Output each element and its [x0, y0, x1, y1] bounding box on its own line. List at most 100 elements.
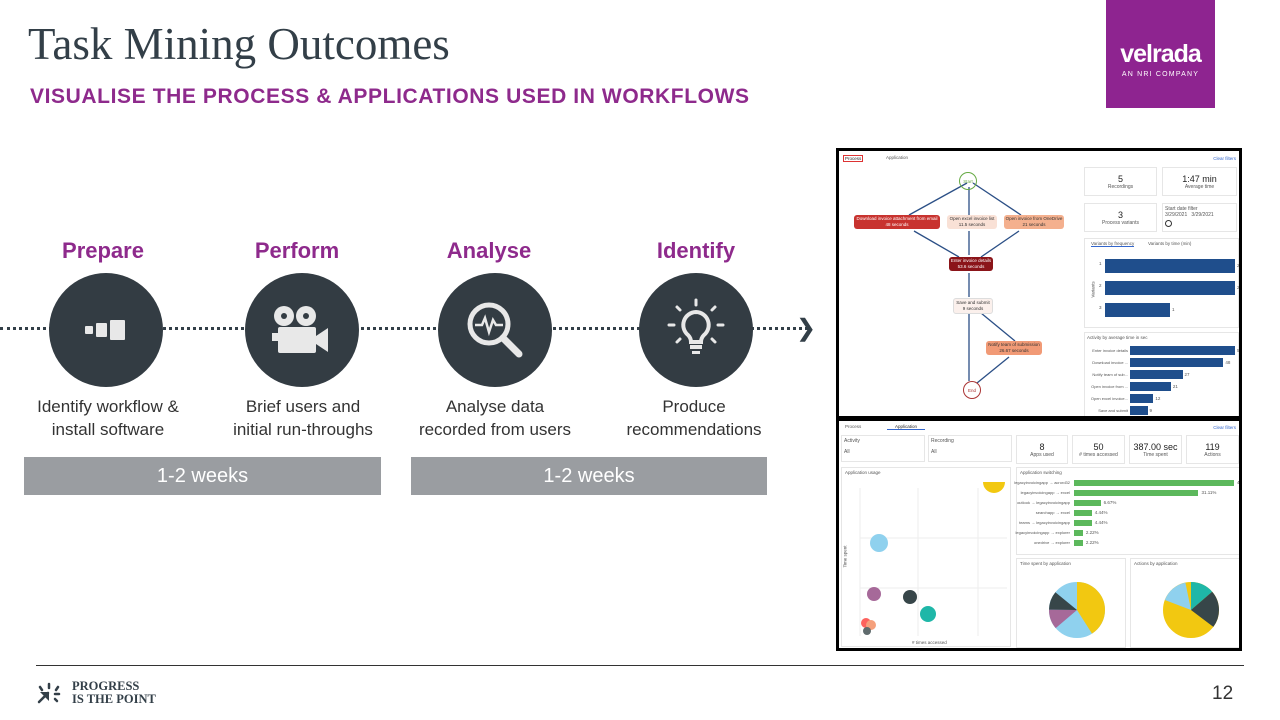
slide-subtitle: VISUALISE THE PROCESS & APPLICATIONS USE… [30, 85, 750, 108]
activity-label: Save and submit [1098, 408, 1128, 413]
variant-bar [1105, 259, 1235, 273]
variant-value: 2 [1237, 285, 1240, 290]
page-number: 12 [1212, 683, 1234, 704]
activity-label: Enter invoice details [1092, 348, 1128, 353]
step-heading-prepare: Prepare [62, 238, 144, 263]
activity-label: Open invoice from ... [1091, 384, 1128, 389]
burst-arrow-icon [37, 682, 61, 704]
step-caption-prepare: Identify workflow &install software [0, 395, 218, 441]
switch-bar [1074, 510, 1092, 516]
tab-variants-frequency[interactable]: Variants by frequency [1091, 241, 1135, 247]
workflow-blocks-icon [49, 273, 163, 387]
tab-process[interactable]: Process [843, 155, 864, 162]
kpi-label: Process variants [1102, 220, 1139, 226]
activity-value: 48 [1225, 360, 1231, 365]
timeline-arrow-icon: ❯ [796, 315, 817, 342]
logo-wordmark: velrada [1120, 40, 1202, 68]
kpi-label: Average time [1184, 184, 1215, 190]
activity-time-chart: Activity by average time in sec Enter in… [1084, 332, 1242, 416]
activity-bar [1130, 358, 1224, 367]
pie-chart [1049, 582, 1105, 638]
step-heading-identify: Identify [656, 238, 736, 263]
switch-label: teams → legacyinvoicingapp [1019, 520, 1070, 525]
date-from-input[interactable]: 3/29/2021 [1165, 212, 1188, 218]
filter-value[interactable]: All [931, 449, 937, 455]
process-dashboard-screenshot: Process Application Clear filters Start … [836, 148, 1242, 419]
variants-chart: Variants by frequency Variants by time (… [1084, 238, 1239, 328]
start-date-filter[interactable]: Start date filter 3/29/2021 3/29/2021 [1162, 203, 1237, 232]
activity-label: Notify team of sub... [1092, 372, 1128, 377]
actions-pie: Actions by application [1130, 558, 1239, 648]
kpi-value: 1:47 min [1182, 174, 1217, 184]
node-label: Open excel invoice list [949, 216, 995, 221]
duration-bar-prepare-perform: 1-2 weeks [24, 457, 381, 495]
bubble-outlook [870, 534, 888, 552]
activity-value: 54 [1237, 348, 1242, 353]
switch-bar [1074, 480, 1234, 486]
tab-process[interactable]: Process [845, 424, 862, 429]
caption-line: Produce [662, 397, 726, 416]
switch-value: 31.11% [1201, 490, 1217, 495]
tab-application[interactable]: Application [886, 155, 909, 160]
logo-tagline: AN NRI COMPANY [1121, 71, 1200, 78]
pie-chart [1163, 582, 1219, 638]
activity-label: Open excel invoice... [1090, 396, 1128, 401]
process-node-end: End [963, 381, 981, 399]
application-usage-chart: Application usage # times accessed Time … [841, 467, 1011, 647]
tab-application[interactable]: Application [887, 424, 926, 430]
velrada-logo: velrada AN NRI COMPANY [1106, 0, 1215, 108]
clear-filters-link[interactable]: Clear filters [1213, 156, 1236, 161]
node-time: 21 seconds [1022, 222, 1046, 227]
bubble-acrord32 [920, 606, 936, 622]
magnifier-pulse-icon [438, 273, 552, 387]
variant-bar [1105, 281, 1235, 295]
node-time: 9 seconds [962, 306, 984, 311]
clear-filters-link[interactable]: Clear filters [1213, 425, 1236, 430]
switch-bar [1074, 530, 1083, 536]
switch-value: 2.22% [1085, 540, 1099, 545]
node-label: Save and submit [956, 300, 990, 305]
tab-variants-time[interactable]: Variants by time (min) [1148, 241, 1192, 246]
date-to-input[interactable]: 3/29/2021 [1191, 212, 1214, 218]
variant-value: 2 [1237, 263, 1240, 268]
bubble-plot [859, 482, 1007, 636]
slide-title: Task Mining Outcomes [28, 19, 450, 69]
switch-bar [1074, 520, 1092, 526]
caption-line: recommendations [626, 420, 762, 439]
date-slider-handle[interactable] [1165, 220, 1172, 227]
activity-value: 9 [1149, 408, 1153, 413]
video-camera-icon [245, 273, 359, 387]
step-heading-perform: Perform [254, 238, 340, 263]
filter-value[interactable]: All [844, 449, 850, 455]
switch-label: onedrive → explorer [1033, 540, 1070, 545]
kpi-label: # times accessed [1079, 452, 1118, 458]
caption-line: Brief users and [245, 397, 361, 416]
kpi-value: 50 [1093, 442, 1104, 452]
process-node-start: Start [959, 172, 977, 190]
switch-value: 4.44% [1094, 510, 1108, 515]
node-time: 53.6 seconds [957, 264, 985, 269]
activity-bar [1130, 406, 1148, 415]
switch-bar [1074, 500, 1101, 506]
switch-value: 40.00% [1237, 480, 1242, 485]
application-switching-chart: Application switching legacyinvoicingapp… [1014, 467, 1242, 555]
node-time: 11.5 seconds [958, 222, 986, 227]
switch-label: legacyinvoicingapp → explorer [1015, 530, 1070, 535]
variant-label: 1 [1099, 261, 1102, 266]
node-time: 48 seconds [885, 222, 909, 227]
node-time: 26.67 seconds [999, 348, 1029, 353]
time-spent-pie: Time spent by application [1016, 558, 1126, 648]
